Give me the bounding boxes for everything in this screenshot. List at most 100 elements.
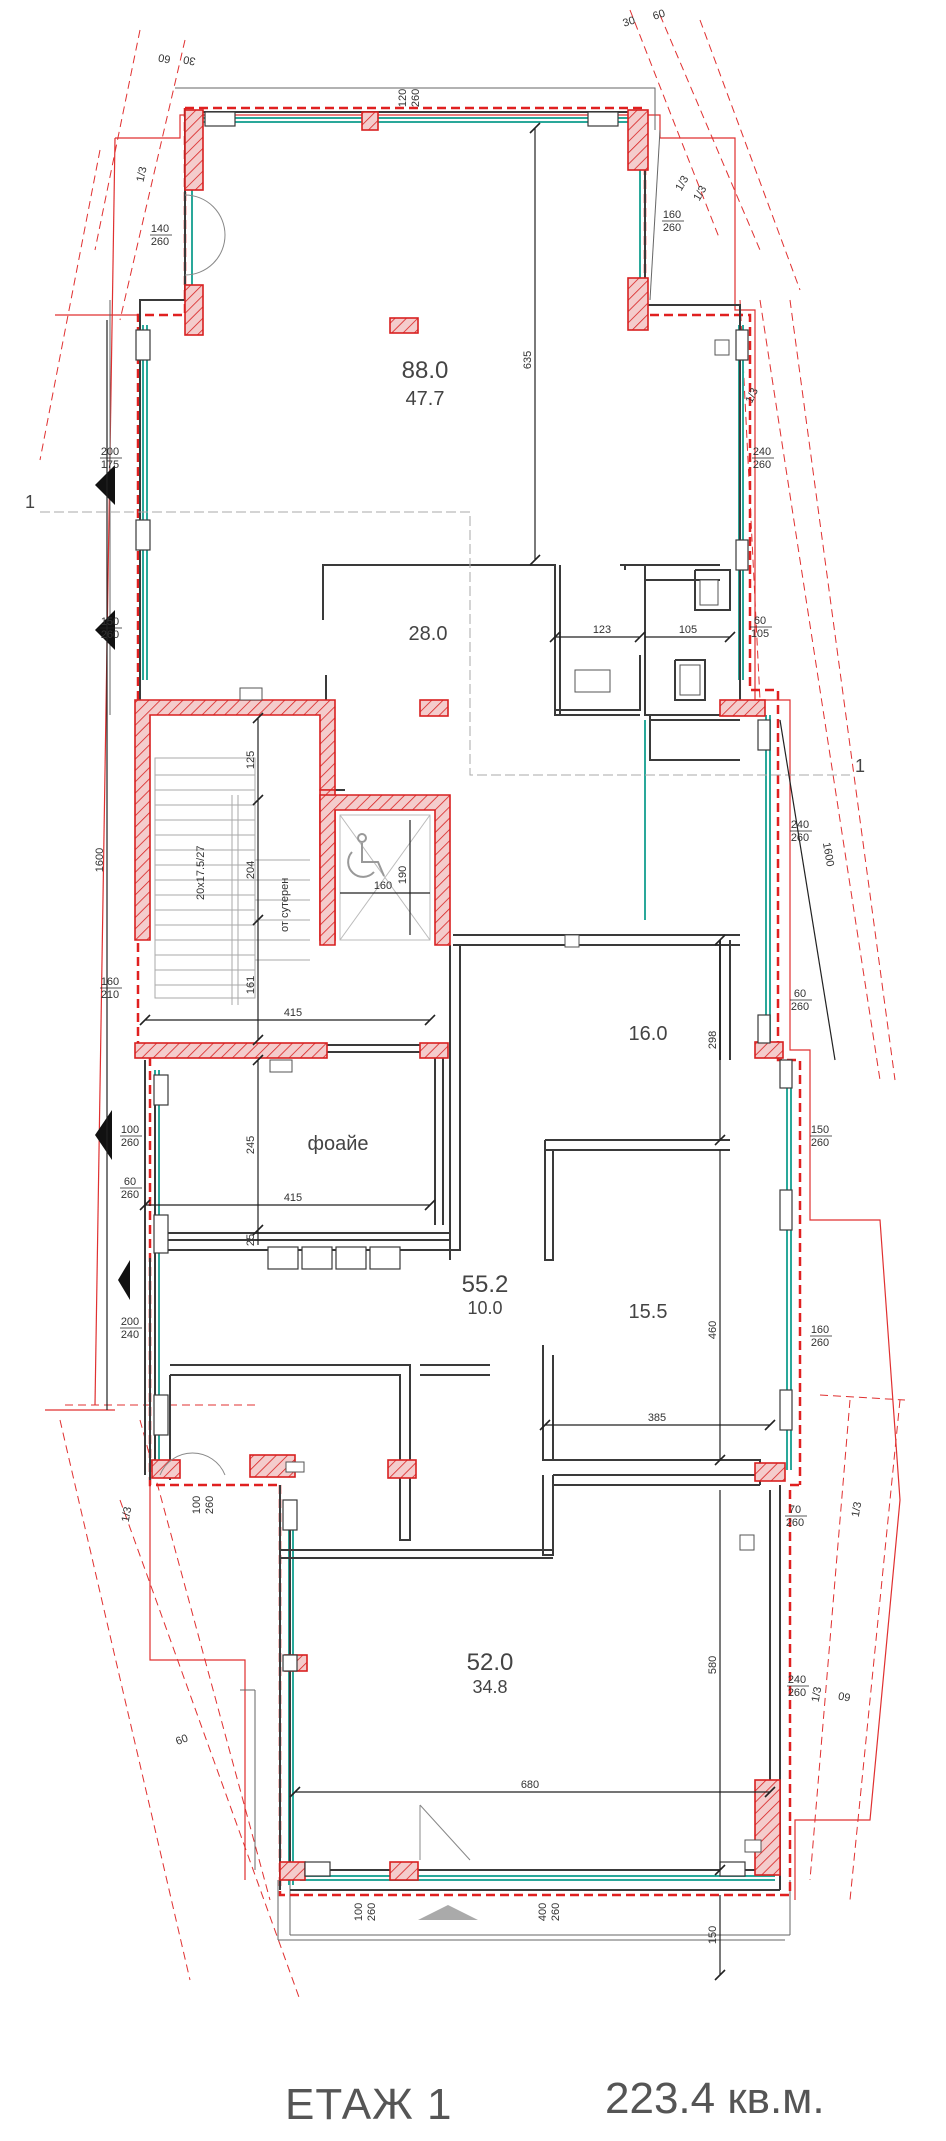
opening-17-width: 240 — [788, 1674, 806, 1686]
section-line — [40, 511, 850, 776]
guide-lines — [39, 9, 906, 2001]
section-markers — [95, 465, 130, 1300]
opening-13-height: 240 — [121, 1329, 139, 1341]
opening-8-height: 210 — [101, 989, 119, 1001]
basement-label: от сутерен — [279, 878, 291, 932]
section-mark-left: 1 — [25, 492, 35, 512]
dim-60b: 60 — [651, 8, 666, 23]
dim-415b: 415 — [284, 1192, 302, 1204]
opening-11-width: 150 — [811, 1124, 829, 1136]
dim-385: 385 — [648, 1412, 666, 1424]
dim-161: 161 — [245, 976, 257, 994]
floor-title: ЕТАЖ 1 — [285, 2080, 453, 2129]
opening-18-height: 260 — [366, 1903, 378, 1921]
opening-16-width: 70 — [789, 1504, 801, 1516]
opening-3-width: 200 — [101, 446, 119, 458]
opening-20-height: 260 — [410, 89, 422, 107]
opening-sizes: 140 260 200 175 150 260 160 210 100 260 … — [100, 89, 832, 1921]
room-52-sub: 34.8 — [472, 1677, 507, 1697]
opening-17-height: 260 — [788, 1687, 806, 1699]
opening-5-width: 150 — [101, 616, 119, 628]
dim-460: 460 — [707, 1321, 719, 1339]
opening-6-width: 60 — [754, 615, 766, 627]
dim-1600-left: 1600 — [94, 848, 106, 872]
opening-15-width: 100 — [191, 1496, 203, 1514]
opening-1-height: 260 — [151, 236, 169, 248]
dimension-texts: 635 123 105 125 204 190 160 161 415 245 … — [94, 8, 864, 1945]
opening-9-height: 260 — [791, 1001, 809, 1013]
opening-12-height: 260 — [121, 1189, 139, 1201]
room-labels: 88.0 47.7 28.0 16.0 15.5 55.2 10.0 52.0 … — [25, 357, 865, 1697]
room-52-area: 52.0 — [467, 1649, 514, 1676]
opening-20-width: 120 — [397, 89, 409, 107]
wheelchair-icon — [347, 833, 385, 878]
dim-245: 245 — [245, 1136, 257, 1154]
dim-60c: 60 — [174, 1732, 190, 1747]
dimension-lines — [106, 128, 836, 1975]
room-55-2-area: 55.2 — [462, 1271, 509, 1298]
dim-13f: 1/3 — [850, 1501, 864, 1518]
dim-160: 160 — [374, 880, 392, 892]
opening-16-height: 260 — [786, 1517, 804, 1529]
dim-190: 190 — [397, 866, 409, 884]
section-mark-right: 1 — [855, 756, 865, 776]
stairs — [154, 757, 310, 1005]
dim-13a: 1/3 — [135, 166, 150, 183]
opening-9-width: 60 — [794, 988, 806, 1000]
foyer-label: фоайе — [308, 1133, 369, 1155]
structure — [134, 109, 786, 1881]
dim-13g: 1/3 — [810, 1686, 824, 1703]
dim-105: 105 — [679, 624, 697, 636]
opening-19-height: 260 — [550, 1903, 562, 1921]
opening-4-width: 240 — [753, 446, 771, 458]
room-55-2-sub: 10.0 — [467, 1298, 502, 1318]
dim-13d: 1/3 — [744, 386, 761, 405]
opening-10-height: 260 — [121, 1137, 139, 1149]
opening-13-width: 200 — [121, 1316, 139, 1328]
dim-30b: 30 — [621, 15, 636, 30]
dim-60d: 60 — [837, 1689, 851, 1703]
opening-8-width: 160 — [101, 976, 119, 988]
opening-10-width: 100 — [121, 1124, 139, 1136]
dim-125: 125 — [245, 751, 257, 769]
room-88-area: 88.0 — [402, 357, 449, 384]
opening-3-height: 175 — [101, 459, 119, 471]
dim-60a: 60 — [157, 51, 171, 65]
window-frames — [135, 111, 793, 1877]
room-28-area: 28.0 — [409, 623, 448, 645]
glazing — [142, 117, 792, 1885]
dim-635: 635 — [522, 351, 534, 369]
opening-2-width: 160 — [663, 209, 681, 221]
opening-6-height: 105 — [751, 628, 769, 640]
opening-2-height: 260 — [663, 222, 681, 234]
opening-11-height: 260 — [811, 1137, 829, 1149]
dim-25: 25 — [245, 1234, 257, 1246]
dim-1600-right: 1600 — [820, 841, 836, 867]
opening-12-width: 60 — [124, 1176, 136, 1188]
opening-14-width: 160 — [811, 1324, 829, 1336]
dim-415a: 415 — [284, 1007, 302, 1019]
opening-19-width: 400 — [537, 1903, 549, 1921]
opening-1-width: 140 — [151, 223, 169, 235]
fixtures — [239, 339, 762, 1853]
lift — [339, 814, 431, 941]
dim-123: 123 — [593, 624, 611, 636]
opening-15-height: 260 — [204, 1496, 216, 1514]
room-15-5-area: 15.5 — [629, 1301, 668, 1323]
dim-150: 150 — [707, 1926, 719, 1944]
room-88-sub: 47.7 — [406, 388, 445, 410]
dim-13e: 1/3 — [120, 1506, 134, 1523]
stairs-spec-label: 20x17.5/27 — [195, 846, 207, 900]
opening-5-height: 260 — [101, 629, 119, 641]
opening-4-height: 260 — [753, 459, 771, 471]
walls — [139, 110, 781, 1891]
dim-204: 204 — [245, 861, 257, 879]
dim-580: 580 — [707, 1656, 719, 1674]
building-boundary — [136, 106, 802, 1897]
opening-7-width: 240 — [791, 819, 809, 831]
dim-680: 680 — [521, 1779, 539, 1791]
room-16-area: 16.0 — [629, 1023, 668, 1045]
door-swings — [159, 194, 471, 1861]
opening-18-width: 100 — [353, 1903, 365, 1921]
